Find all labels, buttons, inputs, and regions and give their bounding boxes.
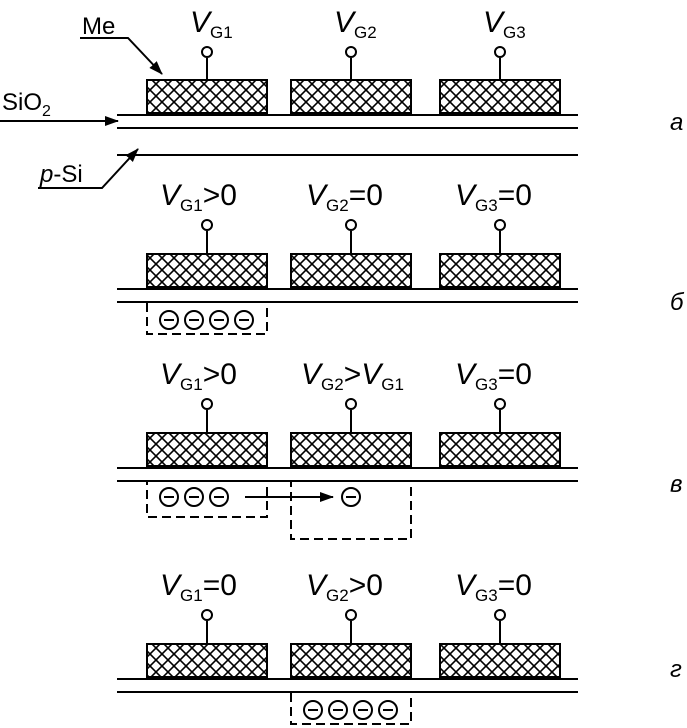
gate-contact-1	[201, 398, 213, 433]
oxide-label: SiO2	[2, 89, 51, 120]
potential-well-2	[290, 480, 412, 540]
gate-electrode-3	[439, 79, 561, 114]
electron-group	[303, 700, 398, 720]
gate-label-3: VG3	[483, 6, 526, 42]
gate-electrode-3	[439, 643, 561, 678]
substrate-pointer	[38, 148, 139, 189]
gate-contact-3	[494, 46, 506, 80]
panel-b: VG1>0 VG2=0 VG3=0 б	[117, 179, 685, 335]
potential-well-1	[146, 301, 268, 335]
gate-contact-1	[201, 46, 213, 80]
potential-well-1	[146, 480, 268, 518]
panel-c: VG1>0 VG2>VG1 VG3=0 в	[117, 358, 683, 540]
gate-electrode-1	[146, 432, 268, 467]
metal-label: Me	[82, 13, 115, 40]
gate-label-2: VG2=0	[306, 179, 383, 215]
gate-contact-3	[494, 219, 506, 254]
gate-contact-1	[201, 609, 213, 644]
gate-contact-2	[345, 398, 357, 433]
panel-tag-c: в	[670, 471, 683, 498]
gate-contact-2	[345, 46, 357, 80]
gate-electrode-2	[290, 432, 412, 467]
gate-electrode-2	[290, 79, 412, 114]
gate-electrode-2	[290, 253, 412, 288]
panel-tag-d: г	[670, 656, 682, 683]
gate-label-3: VG3=0	[455, 179, 532, 215]
gate-electrode-3	[439, 253, 561, 288]
panel-tag-a: а	[670, 109, 683, 136]
gate-label-2: VG2	[334, 6, 377, 42]
gate-contact-1	[201, 219, 213, 254]
gate-label-1: VG1>0	[160, 179, 237, 215]
gate-contact-3	[494, 609, 506, 644]
panel-tag-b: б	[670, 289, 685, 316]
gate-electrode-1	[146, 643, 268, 678]
gate-label-2: VG2>0	[306, 569, 383, 605]
metal-pointer	[80, 37, 163, 75]
gate-electrode-2	[290, 643, 412, 678]
potential-well-2	[290, 691, 412, 725]
gate-contact-3	[494, 398, 506, 433]
gate-label-1: VG1	[190, 6, 233, 42]
gate-electrode-1	[146, 253, 268, 288]
gate-label-3: VG3=0	[455, 358, 532, 394]
panel-d: VG1=0 VG2>0 VG3=0 г	[117, 569, 682, 725]
gate-electrode-1	[146, 79, 268, 114]
panel-a: VG1 VG2 VG3 Me SiO2 p-Si а	[0, 6, 683, 189]
electron-group	[159, 487, 229, 507]
gate-label-3: VG3=0	[455, 569, 532, 605]
gate-contact-2	[345, 219, 357, 254]
gate-electrode-3	[439, 432, 561, 467]
substrate-label: p-Si	[39, 161, 83, 188]
gate-contact-2	[345, 609, 357, 644]
electron-group	[341, 487, 361, 507]
electron-group	[159, 310, 254, 330]
gate-label-2: VG2>VG1	[301, 358, 404, 394]
gate-label-1: VG1>0	[160, 358, 237, 394]
gate-label-1: VG1=0	[160, 569, 237, 605]
